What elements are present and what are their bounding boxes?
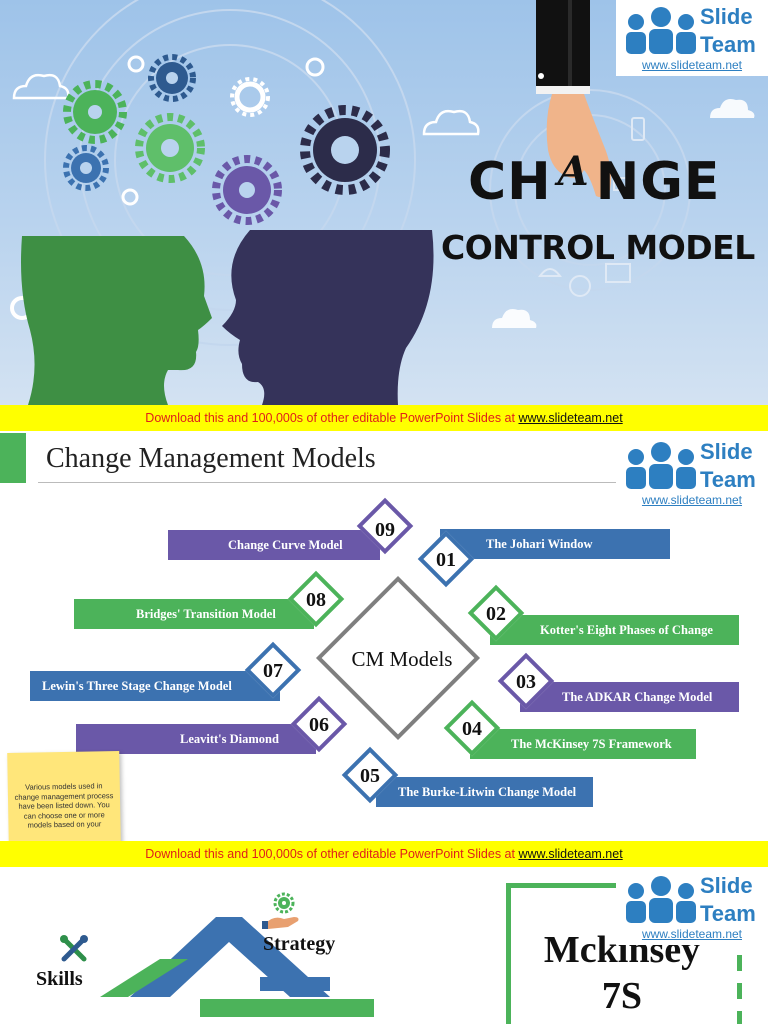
- slide1-illustration: [10, 0, 755, 405]
- title-frame-dashes: [737, 927, 742, 1024]
- model-label: Bridges' Transition Model: [136, 607, 276, 621]
- slideteam-logo[interactable]: Slide Team www.slideteam.net: [616, 0, 768, 76]
- model-bar-09: Change Curve Model: [168, 530, 380, 560]
- label-skills: Skills: [36, 968, 83, 990]
- logo-team-word: Team: [700, 32, 756, 57]
- logo-url-link[interactable]: www.slideteam.net: [641, 927, 743, 941]
- model-bar-08: Bridges' Transition Model: [74, 599, 314, 629]
- banner-link[interactable]: www.slideteam.net: [518, 847, 623, 861]
- slide-title: Change Management Models: [46, 443, 376, 474]
- model-bar-02: Kotter's Eight Phases of Change: [490, 615, 739, 645]
- slide-mckinsey-7s: Strategy Skills Mckinsey 7S Slide Team w…: [0, 867, 768, 1024]
- model-bar-06: Leavitt's Diamond: [76, 724, 316, 754]
- banner-text: Download this and 100,000s of other edit…: [145, 411, 519, 425]
- slide-change-management-models: Change Management Models Slide Team www.…: [0, 431, 768, 841]
- green-stroke: [100, 959, 188, 997]
- logo-slide-word: Slide: [700, 873, 753, 898]
- logo-slide-word: Slide: [700, 439, 753, 464]
- model-bar-01: The Johari Window: [440, 529, 670, 559]
- model-bar-07: Lewin's Three Stage Change Model: [30, 671, 280, 701]
- logo-url-link[interactable]: www.slideteam.net: [641, 493, 743, 507]
- model-label: The Johari Window: [486, 537, 593, 551]
- model-label: The Burke-Litwin Change Model: [398, 785, 577, 799]
- title-line-2: 7S: [601, 975, 643, 1017]
- model-label: The McKinsey 7S Framework: [511, 737, 672, 751]
- model-bar-03: The ADKAR Change Model: [520, 682, 739, 712]
- green-head: [21, 236, 212, 405]
- model-bar-04: The McKinsey 7S Framework: [470, 729, 696, 759]
- suit-sleeve: [536, 0, 590, 86]
- title-accent-bar: [0, 433, 26, 483]
- team-people-icon: [626, 442, 696, 489]
- model-number: 07: [263, 660, 283, 682]
- title-part-nge: NGE: [595, 152, 721, 212]
- logo-team-word: Team: [700, 901, 756, 926]
- model-number: 02: [486, 603, 506, 625]
- download-banner: Download this and 100,000s of other edit…: [0, 405, 768, 431]
- gear-icon: [10, 54, 390, 320]
- model-label: Leavitt's Diamond: [180, 732, 279, 746]
- banner-text: Download this and 100,000s of other edit…: [145, 847, 519, 861]
- team-people-icon: [626, 7, 696, 54]
- cloud-icon: [12, 73, 480, 136]
- slideteam-logo[interactable]: Slide Team www.slideteam.net: [616, 869, 768, 945]
- model-label: Lewin's Three Stage Change Model: [42, 679, 232, 693]
- label-strategy: Strategy: [263, 933, 336, 955]
- sticky-note: Various models used in change management…: [7, 751, 121, 841]
- model-label: Change Curve Model: [228, 538, 343, 552]
- model-number: 05: [360, 765, 380, 787]
- title-divider: [38, 482, 618, 483]
- center-label: CM Models: [351, 647, 453, 671]
- title-letter-a: A: [557, 148, 590, 195]
- model-number: 01: [436, 549, 456, 571]
- model-number: 03: [516, 671, 536, 693]
- strategy-icon: [262, 892, 299, 929]
- model-number: 06: [309, 714, 329, 736]
- model-number: 04: [462, 718, 482, 740]
- model-bar-05: The Burke-Litwin Change Model: [376, 777, 593, 807]
- model-number: 09: [375, 519, 395, 541]
- logo-slide-word: Slide: [700, 4, 753, 29]
- slide-subtitle: CONTROL MODEL: [441, 228, 755, 267]
- title-part-ch: CH: [468, 152, 552, 212]
- hand-icon: [546, 94, 612, 198]
- logo-team-word: Team: [700, 467, 756, 492]
- green-bar: [200, 999, 374, 1017]
- slideteam-logo[interactable]: Slide Team www.slideteam.net: [616, 435, 768, 511]
- model-label: Kotter's Eight Phases of Change: [540, 623, 713, 637]
- sticky-note-text: Various models used in change management…: [14, 781, 114, 830]
- model-number: 08: [306, 589, 326, 611]
- model-label: The ADKAR Change Model: [562, 690, 713, 704]
- logo-url-link[interactable]: www.slideteam.net: [641, 58, 743, 72]
- skills-icon: [60, 935, 88, 962]
- team-people-icon: [626, 876, 696, 923]
- slide3-illustration: [60, 892, 374, 1017]
- download-banner: Download this and 100,000s of other edit…: [0, 841, 768, 867]
- banner-link[interactable]: www.slideteam.net: [518, 411, 623, 425]
- navy-head: [222, 230, 434, 405]
